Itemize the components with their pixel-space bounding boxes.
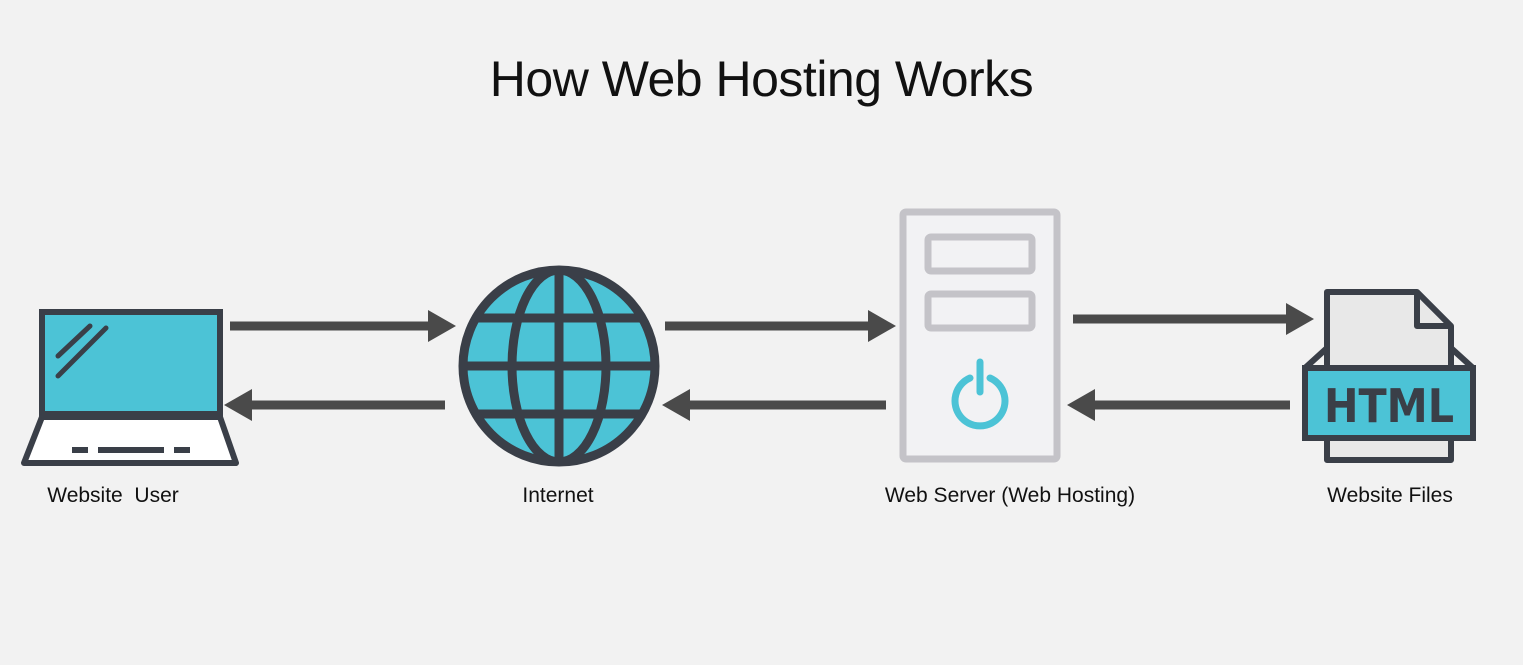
arrow-internet-to-user (224, 389, 445, 421)
arrow-internet-to-server (665, 310, 896, 342)
arrow-server-to-files (1073, 303, 1314, 335)
laptop-icon (21, 309, 239, 466)
globe-icon (458, 265, 660, 467)
label-website-files: Website Files (1327, 484, 1453, 507)
arrow-server-to-internet (662, 389, 886, 421)
server-icon (899, 208, 1061, 463)
label-web-server: Web Server (Web Hosting) (884, 484, 1136, 507)
arrow-user-to-internet (230, 310, 456, 342)
page-title: How Web Hosting Works (489, 51, 1034, 107)
power-icon (951, 358, 1009, 430)
html-file-icon: HTML (1302, 289, 1476, 463)
label-internet: Internet (522, 484, 594, 507)
arrows (224, 303, 1314, 421)
arrow-files-to-server (1067, 389, 1290, 421)
file-type-text: HTML (1324, 379, 1454, 433)
label-website-user: Website User (47, 484, 179, 507)
